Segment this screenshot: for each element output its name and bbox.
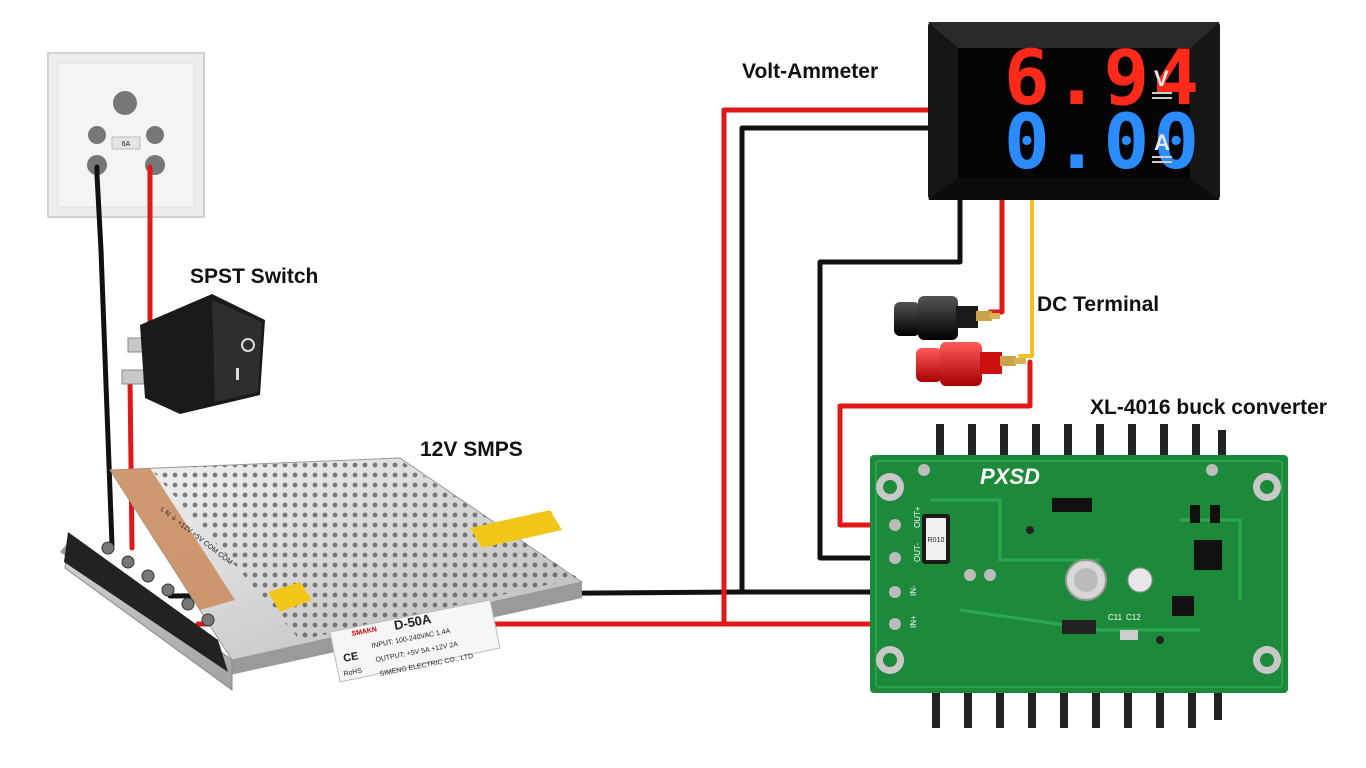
smps-vent-holes <box>150 460 578 640</box>
dc-terminal-red <box>916 342 1026 386</box>
label-dc-terminal: DC Terminal <box>1037 293 1159 316</box>
shunt-resistor-label: R010 <box>928 537 945 544</box>
buck-converter-board: PXSD OUT+ OUT- IN- IN+ R010 <box>870 424 1288 728</box>
wire-socket-neutral-black <box>94 164 115 548</box>
silk-c12: C12 <box>1126 613 1141 622</box>
label-volt-ammeter: Volt-Ammeter <box>742 60 878 83</box>
mounting-holes <box>876 464 1281 674</box>
label-smps: 12V SMPS <box>420 438 523 461</box>
smps-terminal-block <box>64 532 228 672</box>
wire-meter-sense-black <box>817 195 963 561</box>
pad-label-in-plus: IN+ <box>909 615 918 628</box>
socket-earth-hole <box>113 91 137 115</box>
volt-ammeter: 6.94 V 0.00 A <box>928 22 1220 200</box>
meter-current-readout: 0.00 <box>1004 97 1203 186</box>
wire-meter-to-black-terminal-red <box>987 195 1005 315</box>
smps-power-supply: L N ⏚ +12V +5V COM COM SMAKN D-50A INPUT… <box>60 457 584 691</box>
meter-voltage-unit: V <box>1154 66 1169 91</box>
label-buck-converter: XL-4016 buck converter <box>1090 396 1327 419</box>
smps-rohs-mark: RoHS <box>343 667 363 677</box>
smps-ce-mark: CE <box>342 650 359 665</box>
wire-terminal-to-buck-red <box>837 359 1033 528</box>
meter-voltage-readout: 6.94 <box>1004 33 1203 122</box>
smps-model: D-50A <box>393 611 433 633</box>
wire-switch-to-smps-red <box>127 375 143 551</box>
meter-display <box>958 48 1190 178</box>
pad-label-in-minus: IN- <box>909 585 918 596</box>
wire-meter-to-red-terminal-yellow <box>1018 196 1034 358</box>
smps-spec-label <box>329 599 501 683</box>
pad-label-out-plus: OUT+ <box>913 506 922 528</box>
spst-switch <box>121 294 265 414</box>
socket-rating-mark: 6A <box>122 141 131 148</box>
label-spst-switch: SPST Switch <box>190 265 318 288</box>
smps-brand: SMAKN <box>351 626 378 638</box>
heatsink-fins-top <box>936 424 1226 460</box>
wire-meter-power-black <box>739 125 931 595</box>
board-pads <box>889 519 901 630</box>
switch-rocker <box>212 300 262 402</box>
silk-c11: C11 <box>1108 613 1123 622</box>
heatsink-fins-bottom <box>932 690 1222 728</box>
wall-socket: 6A <box>47 52 205 218</box>
ic-chip <box>1194 540 1222 570</box>
switch-lug-bottom <box>121 369 145 385</box>
board-logo: PXSD <box>980 464 1040 489</box>
meter-current-unit: A <box>1154 130 1170 155</box>
dc-terminal-black <box>894 296 1000 340</box>
wire-meter-power-red <box>721 107 931 627</box>
pad-label-out-minus: OUT- <box>913 543 922 562</box>
board-components <box>964 498 1222 644</box>
